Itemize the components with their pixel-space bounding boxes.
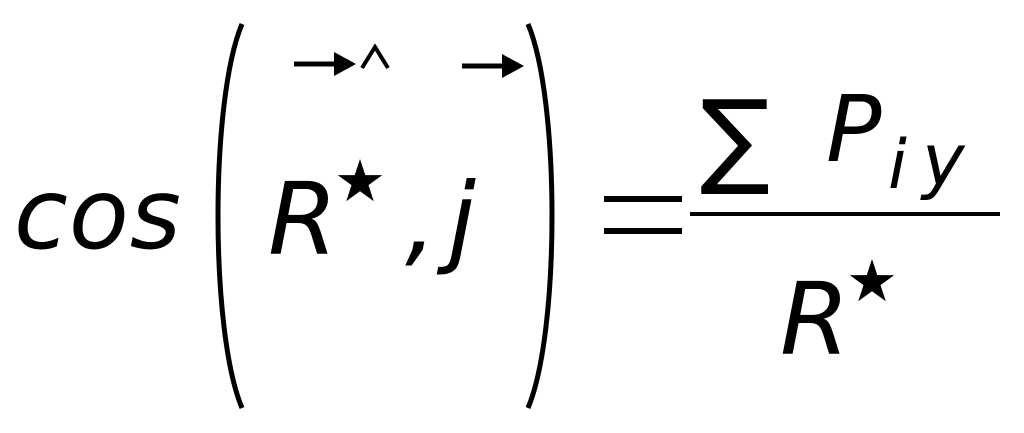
vector-r: R <box>268 161 338 278</box>
numerator-p: P <box>826 76 882 183</box>
function-name: cos <box>14 158 182 272</box>
hat-icon <box>360 44 390 70</box>
fraction-bar <box>690 212 1000 216</box>
right-arrow-icon <box>294 52 356 76</box>
subscript-y: y <box>922 118 965 202</box>
left-paren <box>215 23 245 409</box>
argument-separator: , <box>405 161 437 278</box>
r-star-superscript: ★ <box>334 147 386 215</box>
vector-j: j <box>448 161 476 278</box>
right-arrow-icon <box>462 54 524 78</box>
denominator-star-superscript: ★ <box>846 247 898 315</box>
subscript-i: i <box>888 126 907 205</box>
denominator-r: R <box>780 261 850 378</box>
sum-operator: ∑ <box>700 77 771 199</box>
right-paren <box>525 23 555 409</box>
equals-sign <box>604 196 682 234</box>
